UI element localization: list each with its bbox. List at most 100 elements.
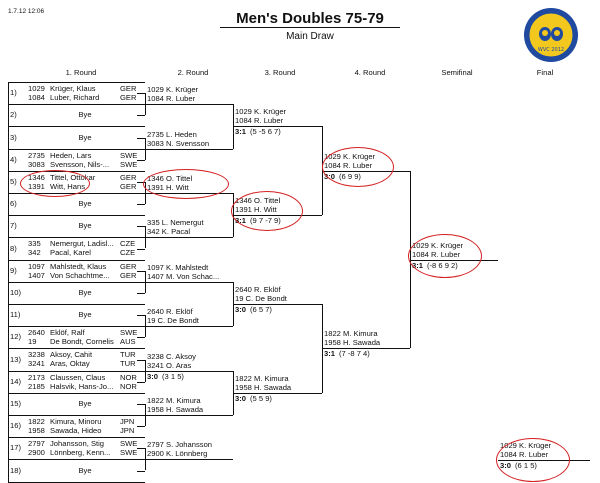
bracket-line [137,315,145,317]
round-header-semifinal: Semifinal [441,68,473,77]
round-2-match-player-1: 1097 K. Mahlstedt [147,262,209,272]
round-header-2: 2. Round [177,68,209,77]
tournament-logo-icon: WVC 2012 [524,8,578,62]
player-name: Luber, Richard [50,93,100,102]
round-3-match-score: 3:1 [235,127,246,137]
slot-border [8,437,9,460]
bracket-line [137,226,145,228]
bracket-line [145,415,233,416]
bracket-line [145,104,233,106]
slot-border [8,170,145,172]
player-nation: JPN [120,417,135,426]
player-nation: JPN [120,426,135,435]
bracket-line [137,448,145,450]
slot-border [8,348,9,371]
bracket-line [233,104,234,149]
round-4-match-player-2: 1958 H. Sawada [324,338,381,348]
slot-border [8,326,145,328]
player-name: Claussen, Claus [50,372,106,382]
slot-number: 9) [10,265,17,275]
slot-border [8,459,9,482]
bye-label: Bye [78,199,92,209]
annotation-circle [20,169,90,197]
player-nation: GER [120,270,137,280]
player-name: Krüger, Klaus [50,84,96,93]
player-name: Johansson, Stig [50,439,105,449]
annotation-circle [231,191,303,232]
page-title: Men's Doubles 75-79 [236,10,384,27]
round-4-match-player-1: 1822 M. Kimura [324,329,378,339]
slot-border [8,437,145,439]
bye-label: Bye [78,398,92,408]
player-nation: AUS [120,337,136,347]
slot-border [8,126,9,149]
bye-label: Bye [78,132,92,142]
round-2-match-score: 3:0 [147,371,158,381]
player-id: 3238 [28,350,45,360]
player-id: 2173 [28,372,45,382]
round-header-3: 3. Round [264,68,296,77]
round-2-match-player-2: 342 K. Pacal [147,227,191,237]
player-name: Nemergut, Ladisl... [50,239,114,249]
slot-border [8,82,145,83]
bye-label: Bye [78,465,92,475]
slot-number: 7) [10,221,17,231]
slot-number: 11) [10,310,21,320]
round-2-match-player-1: 2797 S. Johansson [147,440,213,450]
bracket-line [137,403,145,405]
slot-number: 8) [10,243,17,253]
bracket-line [233,392,322,394]
round-4-match-set-scores: (7 -8 7 4) [339,349,370,359]
slot-number: 3) [10,132,17,142]
bracket-line [137,270,145,272]
slot-border [8,215,145,217]
player-nation: CZE [120,239,136,249]
round-3-match-set-scores: (6 5 7) [250,305,272,314]
slot-number: 13) [10,354,21,364]
player-id: 1084 [28,93,45,102]
player-id: 1822 [28,417,45,426]
slot-number: 18) [10,465,21,475]
round-2-match-player-1: 2640 R. Eklöf [147,307,193,317]
round-3-match-player-2: 1958 H. Sawada [235,382,292,392]
slot-number: 15) [10,398,21,408]
player-name: Mahlstedt, Klaus [50,261,107,271]
slot-number: 1) [10,88,17,98]
slot-number: 5) [10,176,17,186]
slot-number: 14) [10,376,21,386]
player-nation: SWE [120,439,138,449]
bye-label: Bye [78,221,92,231]
bracket-line [233,370,234,415]
player-name: Sawada, Hideo [50,426,102,435]
slot-border [8,481,145,483]
round-2-match-player-2: 3083 N. Svensson [147,138,210,148]
player-id: 1407 [28,270,45,280]
bracket-line [145,326,233,328]
player-nation: TUR [120,350,136,360]
round-3-match-player-1: 1822 M. Kimura [235,373,289,383]
player-name: Heden, Lars [50,150,92,160]
bracket-line [233,126,322,128]
player-name: Svensson, Nils-... [50,159,110,169]
slot-border [8,259,9,282]
slot-border [8,415,9,438]
bracket-line [145,181,146,205]
player-id: 2735 [28,150,45,160]
round-2-match-player-1: 1822 M. Kimura [147,396,201,405]
player-nation: CZE [120,248,136,258]
round-3-match-score: 3:0 [235,393,246,403]
slot-number: 17) [10,443,21,453]
player-nation: GER [120,84,137,93]
player-nation: NOR [120,372,137,382]
slot-border [8,148,145,150]
player-nation: GER [120,172,137,182]
player-id: 1097 [28,261,45,271]
player-nation: GER [120,261,137,271]
bye-label: Bye [78,110,92,120]
slot-border [8,459,145,461]
bracket-line [145,237,233,239]
bracket-line [137,359,145,361]
round-header-1: 1. Round [65,68,97,77]
slot-border [8,82,9,105]
slot-border [8,237,9,260]
